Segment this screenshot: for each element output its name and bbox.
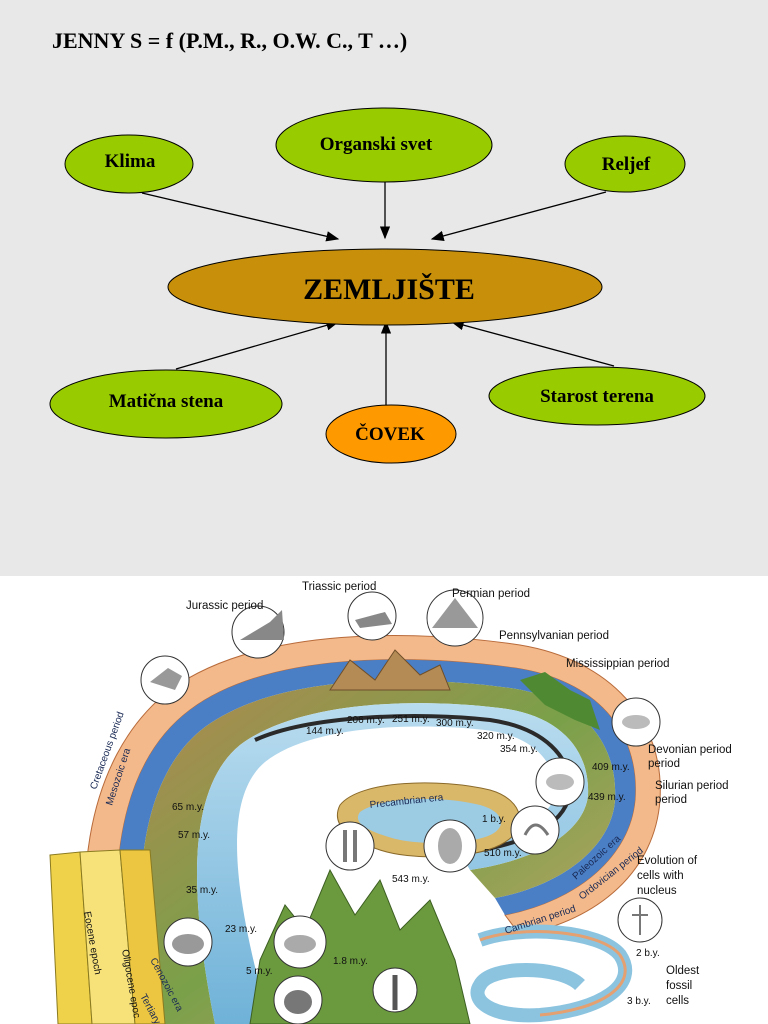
note-evolution-2: cells with <box>637 870 684 882</box>
node-label-organski-svet: Organski svet <box>320 134 433 155</box>
node-starost-terena: Starost terena <box>488 366 706 426</box>
age-206: 206 m.y. <box>347 715 385 726</box>
age-1-8: 1.8 m.y. <box>333 956 368 967</box>
lower-coils-edge <box>479 930 627 1017</box>
age-409: 409 m.y. <box>592 762 630 773</box>
node-covek: ČOVEK <box>325 404 457 464</box>
soil-formation-slide: JENNY S = f (P.M., R., O.W. C., T …) ZEM… <box>0 0 768 576</box>
arrow-starost <box>450 320 615 367</box>
node-organski-svet: Organski svet <box>275 107 493 183</box>
epoch-strip: Eocene epoch Oligocene epoc <box>49 849 166 1024</box>
age-543: 543 m.y. <box>392 874 430 885</box>
label-triassic: Triassic period <box>302 581 376 593</box>
age-510: 510 m.y. <box>484 848 522 859</box>
label-jurassic: Jurassic period <box>186 600 263 612</box>
mountains-back <box>329 649 451 691</box>
age-320: 320 m.y. <box>477 731 515 742</box>
node-maticna-stena: Matična stena <box>49 369 283 439</box>
arrow-klima <box>141 192 340 242</box>
inner-water <box>197 703 589 1024</box>
geologic-time-spiral-illustration: Eocene epoch Oligocene epoc <box>0 576 768 1024</box>
age-251: 251 m.y. <box>392 714 430 725</box>
age-354: 354 m.y. <box>500 744 538 755</box>
fossil-circles <box>140 589 663 1024</box>
soil-factors-diagram: ZEMLJIŠTE Klima Organski svet Reljef Mat… <box>49 107 706 464</box>
age-23: 23 m.y. <box>225 924 257 935</box>
age-65: 65 m.y. <box>172 802 204 813</box>
age-300: 300 m.y. <box>436 718 474 729</box>
age-439: 439 m.y. <box>588 792 626 803</box>
center-node-zemljiste: ZEMLJIŠTE <box>167 248 603 326</box>
age-144: 144 m.y. <box>306 726 344 737</box>
outer-blue-rim <box>116 659 636 1024</box>
node-klima: Klima <box>64 134 194 194</box>
label-pennsylvanian: Pennsylvanian period <box>499 630 609 642</box>
label-silurian-period: period <box>655 794 687 806</box>
node-label-covek: ČOVEK <box>355 423 425 445</box>
label-devonian-period: period <box>648 758 680 770</box>
note-oldest-2: fossil <box>666 980 692 992</box>
note-oldest-1: Oldest <box>666 965 700 977</box>
node-label-maticna-stena: Matična stena <box>109 391 224 412</box>
forest-right <box>520 672 600 730</box>
jenny-formula: JENNY S = f (P.M., R., O.W. C., T …) <box>52 28 408 53</box>
note-evolution-3: nucleus <box>637 885 677 897</box>
label-permian: Permian period <box>452 588 530 600</box>
label-silurian: Silurian period <box>655 780 729 792</box>
label-mississippian: Mississippian period <box>566 658 670 670</box>
age-3by: 3 b.y. <box>627 996 651 1007</box>
age-5: 5 m.y. <box>246 966 272 977</box>
note-oldest-3: cells <box>666 995 689 1007</box>
node-label-starost-terena: Starost terena <box>540 386 654 407</box>
arrow-reljef <box>430 191 607 241</box>
node-label-klima: Klima <box>105 151 156 172</box>
arrow-maticna <box>175 320 340 370</box>
note-evolution-1: Evolution of <box>637 855 698 867</box>
age-35: 35 m.y. <box>186 885 218 896</box>
center-label: ZEMLJIŠTE <box>303 273 475 306</box>
age-57: 57 m.y. <box>178 830 210 841</box>
age-2by: 2 b.y. <box>636 948 660 959</box>
geologic-spiral-svg: Eocene epoch Oligocene epoc <box>49 581 732 1024</box>
label-devonian: Devonian period <box>648 744 732 756</box>
node-label-reljef: Reljef <box>602 154 651 175</box>
node-reljef: Reljef <box>564 135 686 193</box>
age-1by: 1 b.y. <box>482 814 506 825</box>
